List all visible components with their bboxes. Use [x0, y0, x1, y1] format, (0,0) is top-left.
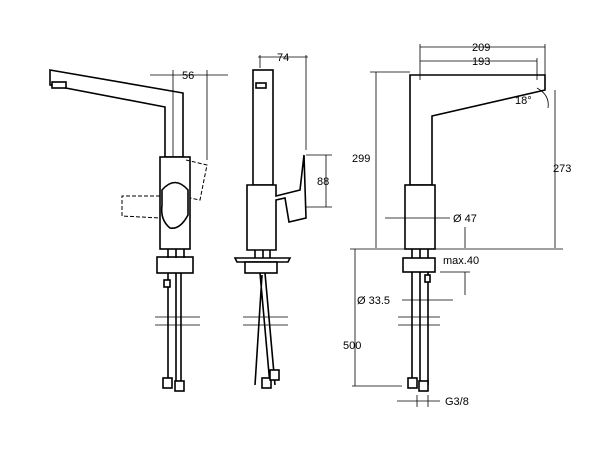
dimension-label-500: 500 — [343, 340, 361, 352]
dimension-label-56: 56 — [182, 70, 194, 82]
dimension-label-193: 193 — [472, 56, 490, 68]
dimension-label-d33-5: Ø 33.5 — [357, 295, 390, 307]
dimension-label-d47: Ø 47 — [453, 213, 477, 225]
dimensions-right: 209 193 18° 299 273 Ø 47 max.40 Ø 33.5 5… — [343, 42, 571, 408]
dimension-56: 56 — [150, 70, 228, 160]
dimension-label-18deg: 18° — [515, 95, 532, 107]
dimension-label-88: 88 — [317, 176, 329, 188]
rear-view — [398, 74, 546, 392]
dimension-label-273: 273 — [553, 163, 571, 175]
dimension-label-209: 209 — [472, 42, 490, 54]
front-view — [49, 69, 208, 392]
dimension-74-88: 74 88 — [258, 52, 332, 208]
side-view — [233, 69, 307, 389]
dimension-label-max40: max.40 — [443, 255, 479, 267]
dimension-label-g3-8: G3/8 — [445, 396, 469, 408]
dimension-label-74: 74 — [277, 52, 289, 64]
dimension-label-299: 299 — [352, 153, 370, 165]
